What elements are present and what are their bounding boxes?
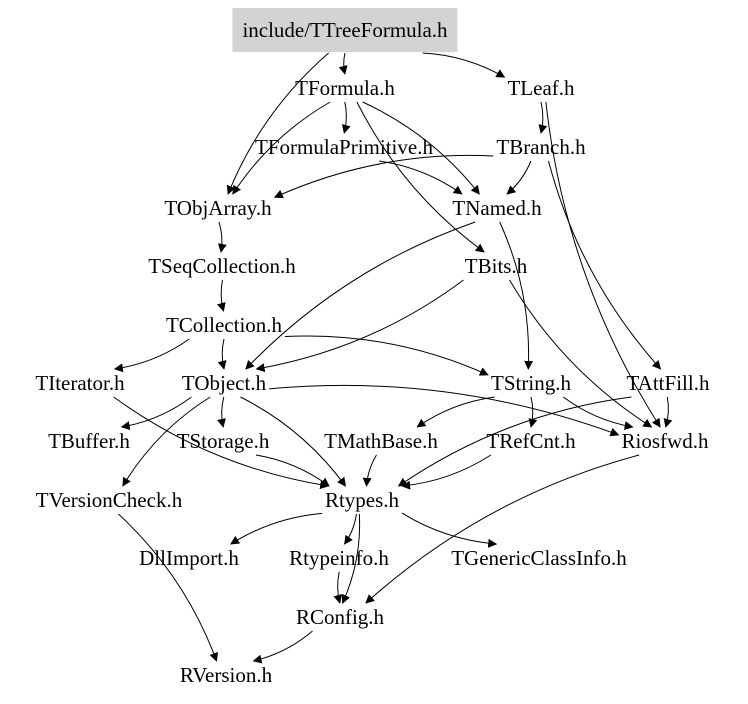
node-rtypeinfo[interactable]: Rtypeinfo.h <box>289 546 389 570</box>
edge-tobjarray-to-tseqcollection <box>217 221 227 253</box>
edge-rtypes-to-rconfig <box>341 513 361 604</box>
edge-tobject-to-tbuffer <box>120 396 192 431</box>
edge-titerator-to-rtypes <box>113 396 330 490</box>
edge-tnamed-to-tobject <box>245 221 476 370</box>
node-tnamed[interactable]: TNamed.h <box>452 196 542 220</box>
edge-tobject-to-tstorage <box>217 396 226 428</box>
edge-tstring-to-tmathbase <box>416 396 495 428</box>
edge-tstorage-to-rtypes <box>255 454 330 487</box>
edge-tcollection-to-titerator <box>113 338 190 373</box>
node-tobjarray[interactable]: TObjArray.h <box>164 196 272 220</box>
node-trefcnt[interactable]: TRefCnt.h <box>486 429 576 453</box>
edge-rtypes-to-dllimport <box>230 512 323 545</box>
edge-tobject-to-tversioncheck <box>122 396 211 487</box>
edge-tattfill-to-rtypes <box>397 396 632 487</box>
node-tleaf[interactable]: TLeaf.h <box>507 76 575 100</box>
edge-tattfill-to-riosfwd <box>663 396 673 428</box>
edge-rtypes-to-rtypeinfo <box>344 513 357 545</box>
node-tversioncheck[interactable]: TVersionCheck.h <box>35 488 183 512</box>
node-tattfill[interactable]: TAttFill.h <box>626 371 710 395</box>
edge-tstring-to-trefcnt <box>528 396 538 428</box>
node-tbranch[interactable]: TBranch.h <box>496 135 586 159</box>
edge-riosfwd-to-rconfig <box>365 454 640 604</box>
edge-tobject-to-rtypes <box>240 396 347 487</box>
node-tbits[interactable]: TBits.h <box>464 254 528 278</box>
node-tstorage[interactable]: TStorage.h <box>176 429 270 453</box>
node-rconfig[interactable]: RConfig.h <box>295 605 385 629</box>
edge-tversioncheck-to-rversion <box>118 513 219 662</box>
edge-rconfig-to-rversion <box>252 630 313 664</box>
node-tobject[interactable]: TObject.h <box>181 371 267 395</box>
edge-root-to-tformula <box>338 52 348 75</box>
edge-tleaf-to-riosfwd <box>545 101 661 428</box>
edge-root-to-tleaf <box>422 52 506 78</box>
edge-tformulaprimitive-to-tnamed <box>379 160 463 195</box>
edge-tcollection-to-tobject <box>217 338 227 370</box>
edge-tleaf-to-tbranch <box>538 101 548 134</box>
node-tseqcollection[interactable]: TSeqCollection.h <box>148 254 296 278</box>
node-tbuffer[interactable]: TBuffer.h <box>48 429 130 453</box>
node-dllimport[interactable]: DllImport.h <box>139 546 239 570</box>
edge-tformula-to-tformulaprimitive <box>341 101 351 134</box>
edge-tbranch-to-tobjarray <box>273 154 494 199</box>
edge-tseqcollection-to-tcollection <box>217 279 226 312</box>
node-titerator[interactable]: TIterator.h <box>35 371 125 395</box>
edge-rtypes-to-tgenericclassinfo <box>401 512 498 548</box>
edge-tmathbase-to-rtypes <box>362 454 377 487</box>
edge-tformula-to-tobjarray <box>232 101 331 195</box>
edge-tformula-to-tbits <box>356 101 485 253</box>
edge-trefcnt-to-rtypes <box>401 454 492 490</box>
node-tformula[interactable]: TFormula.h <box>295 76 395 100</box>
node-ttreeformula[interactable]: include/TTreeFormula.h <box>232 8 458 52</box>
node-tgenericclassinfo[interactable]: TGenericClassInfo.h <box>451 546 627 570</box>
edge-tcollection-to-tstring <box>284 335 489 376</box>
node-tmathbase[interactable]: TMathBase.h <box>324 429 438 453</box>
edge-tbranch-to-tnamed <box>506 160 532 195</box>
edge-tbits-to-riosfwd <box>509 279 653 428</box>
edge-tbits-to-tobject <box>255 279 464 373</box>
node-tformulaprimitive[interactable]: TFormulaPrimitive.h <box>255 135 433 159</box>
edge-tformula-to-tnamed <box>362 101 480 195</box>
node-tcollection[interactable]: TCollection.h <box>165 313 283 337</box>
edge-tobject-to-riosfwd <box>269 384 620 437</box>
edge-tnamed-to-tstring <box>499 221 534 370</box>
node-rtypes[interactable]: Rtypes.h <box>324 488 400 512</box>
edge-tstring-to-riosfwd <box>563 396 634 431</box>
edge-root-to-tobjarray <box>226 52 329 195</box>
edge-rtypeinfo-to-rconfig <box>333 571 343 604</box>
node-rversion[interactable]: RVersion.h <box>179 663 273 687</box>
node-tstring[interactable]: TString.h <box>491 371 571 395</box>
edge-tbranch-to-tattfill <box>548 160 662 370</box>
node-riosfwd[interactable]: Riosfwd.h <box>621 429 709 453</box>
